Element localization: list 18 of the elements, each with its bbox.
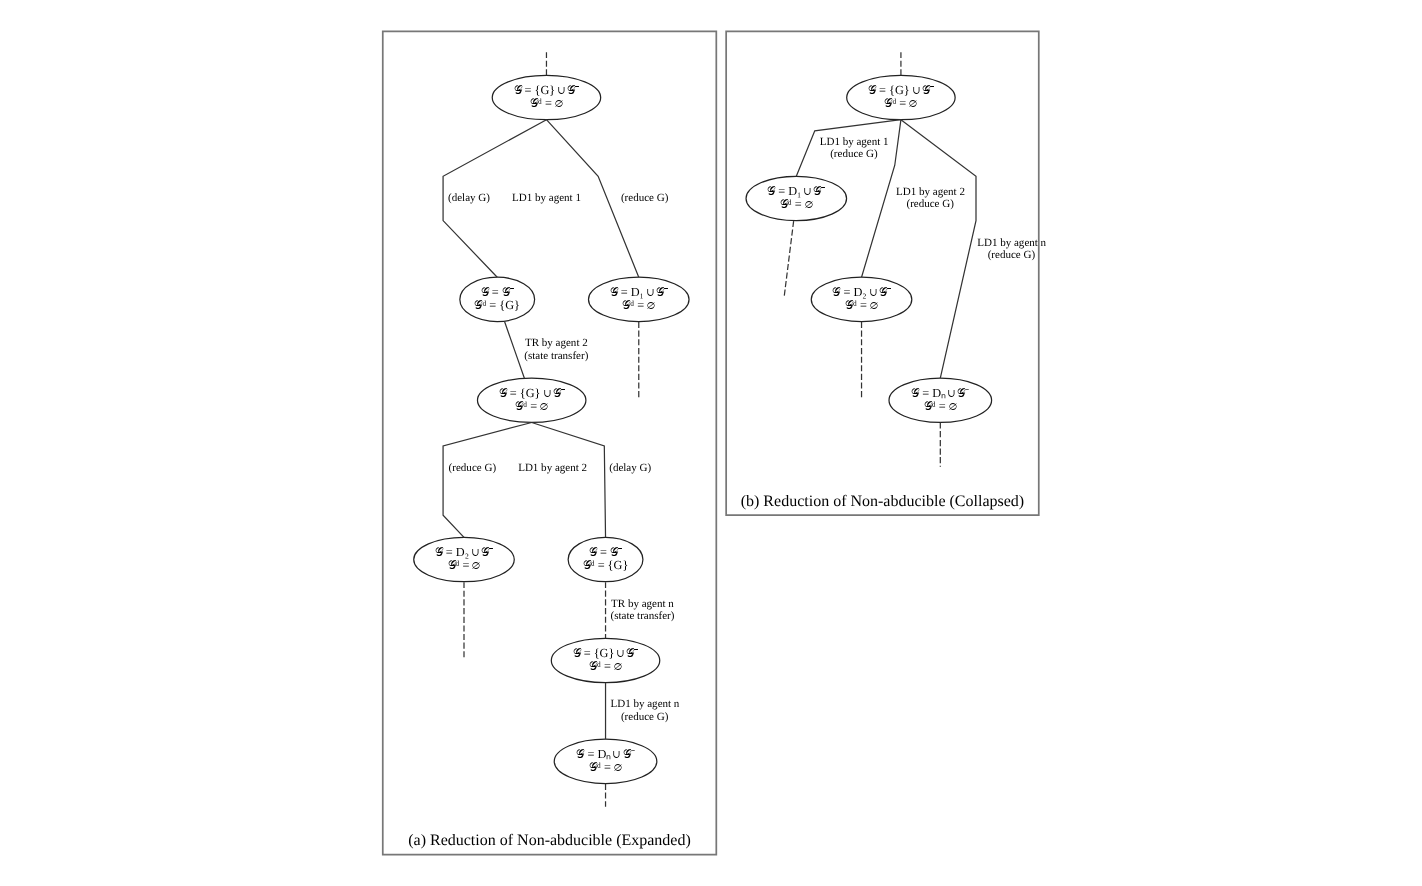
- connector: [544, 51, 547, 76]
- connector: [859, 321, 862, 400]
- connector: [603, 682, 606, 740]
- connector: [441, 421, 532, 538]
- connector: [603, 783, 606, 808]
- connector: [544, 119, 639, 278]
- connector: [462, 581, 464, 660]
- connector: [782, 220, 794, 299]
- connector: [859, 119, 901, 278]
- connector: [502, 320, 524, 379]
- connector: [899, 51, 901, 76]
- connector: [441, 119, 547, 278]
- connector: [603, 581, 606, 639]
- connector: [938, 421, 940, 468]
- connector: [794, 119, 901, 177]
- connector: [530, 421, 606, 538]
- connector: [899, 119, 976, 379]
- connector: [637, 321, 639, 400]
